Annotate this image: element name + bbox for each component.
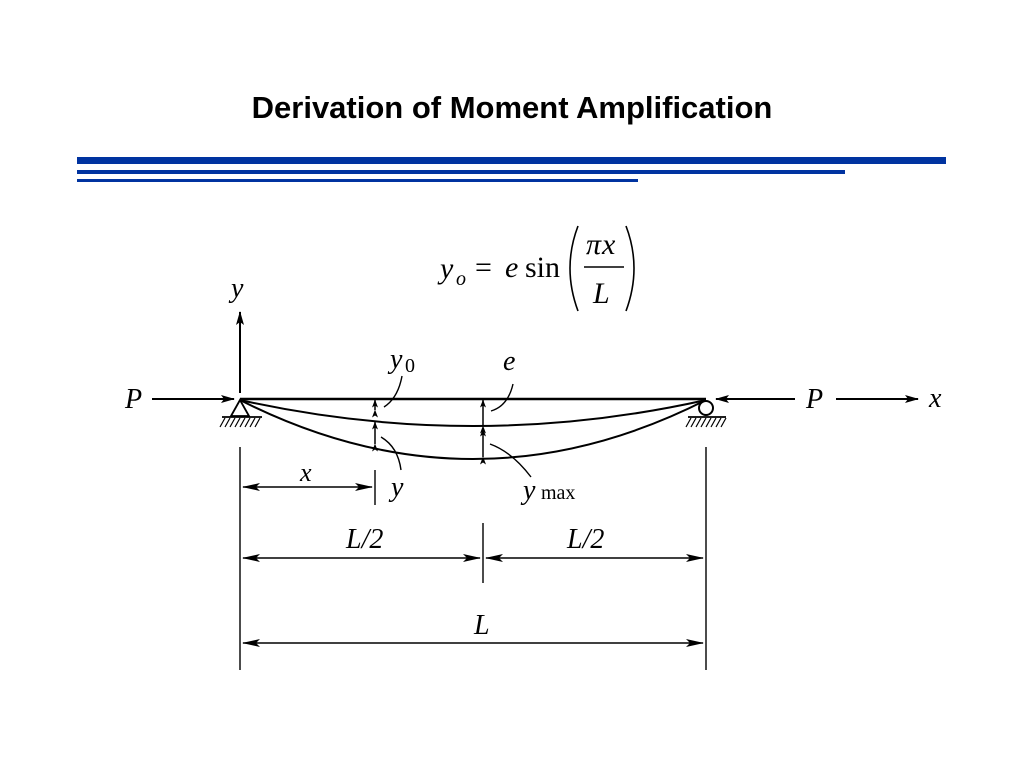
load-right: P [715,384,823,415]
roller-ground-hatch [685,417,727,428]
dimension-half-left: L/2 [242,524,481,562]
label-ymax-var: y [520,475,536,506]
deflection-equation: y o = e sin π x L [437,225,635,312]
label-e: e [503,346,515,377]
divider-bar-medium [77,170,845,174]
load-left-label: P [124,384,142,415]
y-axis: y [228,273,244,393]
y0-leader-line [383,375,403,408]
load-left: P [124,384,235,415]
equation-denominator: L [592,277,610,310]
equation-func: sin [525,251,560,284]
e-leader-line [490,383,514,412]
beam-initial-curve [239,399,707,427]
roller-wheel [698,400,714,416]
ymax-leader-line [489,443,532,478]
equation-left-paren [569,225,579,312]
dim-total-label: L [473,610,490,641]
load-right-label: P [805,384,823,415]
beam [239,397,707,460]
label-y0-var: y [387,344,403,375]
dimension-half-right: L/2 [485,524,704,562]
slide-title: Derivation of Moment Amplification [251,90,773,125]
equation-numerator-pi: π [586,228,602,261]
divider-bar-thick [77,157,946,164]
equation-right-paren [625,225,635,312]
pin-support [219,398,262,428]
dimension-x: x [242,458,373,491]
dim-half-left-label: L/2 [345,524,383,555]
x-axis-label: x [928,383,942,414]
equation-lhs-sub: o [456,268,466,290]
roller-support [685,400,727,428]
label-y0-sub: 0 [405,355,415,377]
equation-lhs-var: y [437,252,454,285]
equation-equals: = [475,251,492,284]
divider-bar-thin [77,179,638,182]
dimension-extension-lines [239,447,707,670]
pin-triangle [229,398,251,417]
dim-half-right-label: L/2 [566,524,604,555]
y-leader-line [380,436,402,471]
pin-ground-hatch [219,417,261,428]
title-divider [77,157,946,182]
dim-x-label: x [299,458,312,487]
deflection-marker-at-x [372,375,403,471]
beam-deflected-curve [239,399,707,460]
deflection-marker-midspan [480,383,532,478]
label-ymax-sub: max [541,482,575,504]
equation-coef: e [505,251,518,284]
equation-numerator-x: x [601,228,616,261]
dimension-total: L [242,610,704,647]
y-axis-label: y [228,273,244,304]
x-axis: x [836,383,942,414]
label-y: y [388,472,404,503]
deflection-labels: y 0 e y y max [387,344,575,506]
